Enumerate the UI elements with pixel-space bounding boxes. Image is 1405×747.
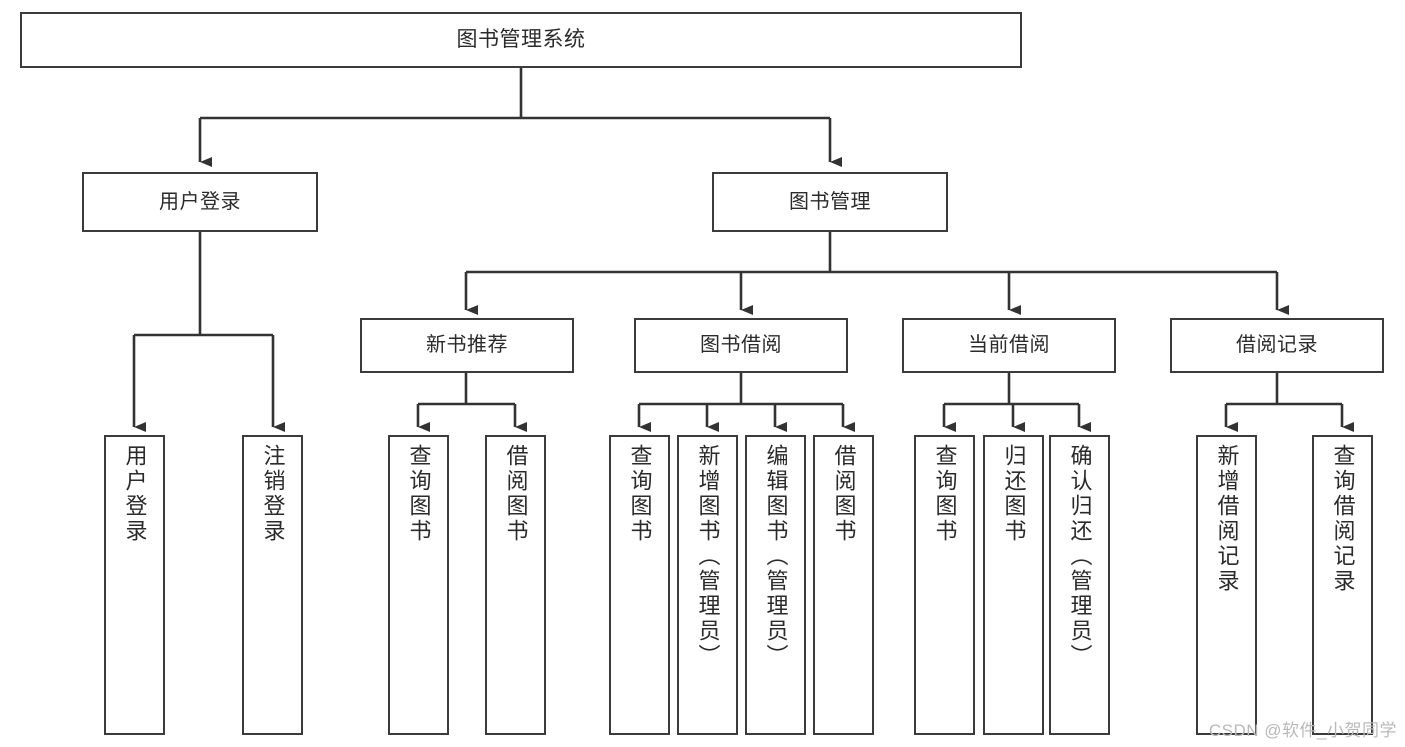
leaf-user-login-logout[interactable]: 注销登录 <box>242 435 303 735</box>
leaf-borrow-record-query-label: 查询借阅记录 <box>1330 444 1356 594</box>
leaf-new-book-borrow-label: 借阅图书 <box>503 444 529 544</box>
leaf-user-login-login[interactable]: 用户登录 <box>104 435 165 735</box>
leaf-current-borrow-query[interactable]: 查询图书 <box>914 435 975 735</box>
leaf-current-borrow-return-label: 归还图书 <box>1001 444 1027 544</box>
leaf-new-book-query-label: 查询图书 <box>406 444 432 544</box>
leaf-borrow-record-add-label: 新增借阅记录 <box>1214 444 1240 594</box>
leaf-current-borrow-confirm-label: 确认归还（管理员） <box>1067 444 1093 669</box>
leaf-user-login-login-label: 用户登录 <box>122 444 148 544</box>
leaf-current-borrow-query-label: 查询图书 <box>932 444 958 544</box>
leaf-book-borrow-edit-label: 编辑图书（管理员） <box>763 444 789 669</box>
leaf-current-borrow-confirm[interactable]: 确认归还（管理员） <box>1049 435 1110 735</box>
node-book-management-label: 图书管理 <box>789 190 871 213</box>
leaf-borrow-record-add[interactable]: 新增借阅记录 <box>1196 435 1257 735</box>
node-user-login[interactable]: 用户登录 <box>82 172 318 232</box>
node-root-system[interactable]: 图书管理系统 <box>20 12 1022 68</box>
leaf-new-book-borrow[interactable]: 借阅图书 <box>485 435 546 735</box>
node-book-borrow-label: 图书借阅 <box>700 334 782 356</box>
node-new-book-recommend[interactable]: 新书推荐 <box>360 318 574 373</box>
node-borrow-record[interactable]: 借阅记录 <box>1170 318 1384 373</box>
leaf-book-borrow-add[interactable]: 新增图书（管理员） <box>677 435 738 735</box>
node-current-borrow[interactable]: 当前借阅 <box>902 318 1116 373</box>
leaf-user-login-logout-label: 注销登录 <box>260 444 286 544</box>
leaf-book-borrow-borrow-label: 借阅图书 <box>831 444 857 544</box>
leaf-book-borrow-edit[interactable]: 编辑图书（管理员） <box>745 435 806 735</box>
leaf-borrow-record-query[interactable]: 查询借阅记录 <box>1312 435 1373 735</box>
node-book-borrow[interactable]: 图书借阅 <box>634 318 848 373</box>
leaf-book-borrow-query[interactable]: 查询图书 <box>609 435 670 735</box>
node-new-book-recommend-label: 新书推荐 <box>426 334 508 356</box>
node-borrow-record-label: 借阅记录 <box>1236 334 1318 356</box>
node-current-borrow-label: 当前借阅 <box>968 334 1050 356</box>
leaf-new-book-query[interactable]: 查询图书 <box>388 435 449 735</box>
leaf-book-borrow-borrow[interactable]: 借阅图书 <box>813 435 874 735</box>
leaf-book-borrow-add-label: 新增图书（管理员） <box>695 444 721 669</box>
leaf-book-borrow-query-label: 查询图书 <box>627 444 653 544</box>
node-root-system-label: 图书管理系统 <box>456 27 586 51</box>
node-book-management[interactable]: 图书管理 <box>712 172 948 232</box>
node-user-login-label: 用户登录 <box>159 190 241 213</box>
leaf-current-borrow-return[interactable]: 归还图书 <box>983 435 1044 735</box>
